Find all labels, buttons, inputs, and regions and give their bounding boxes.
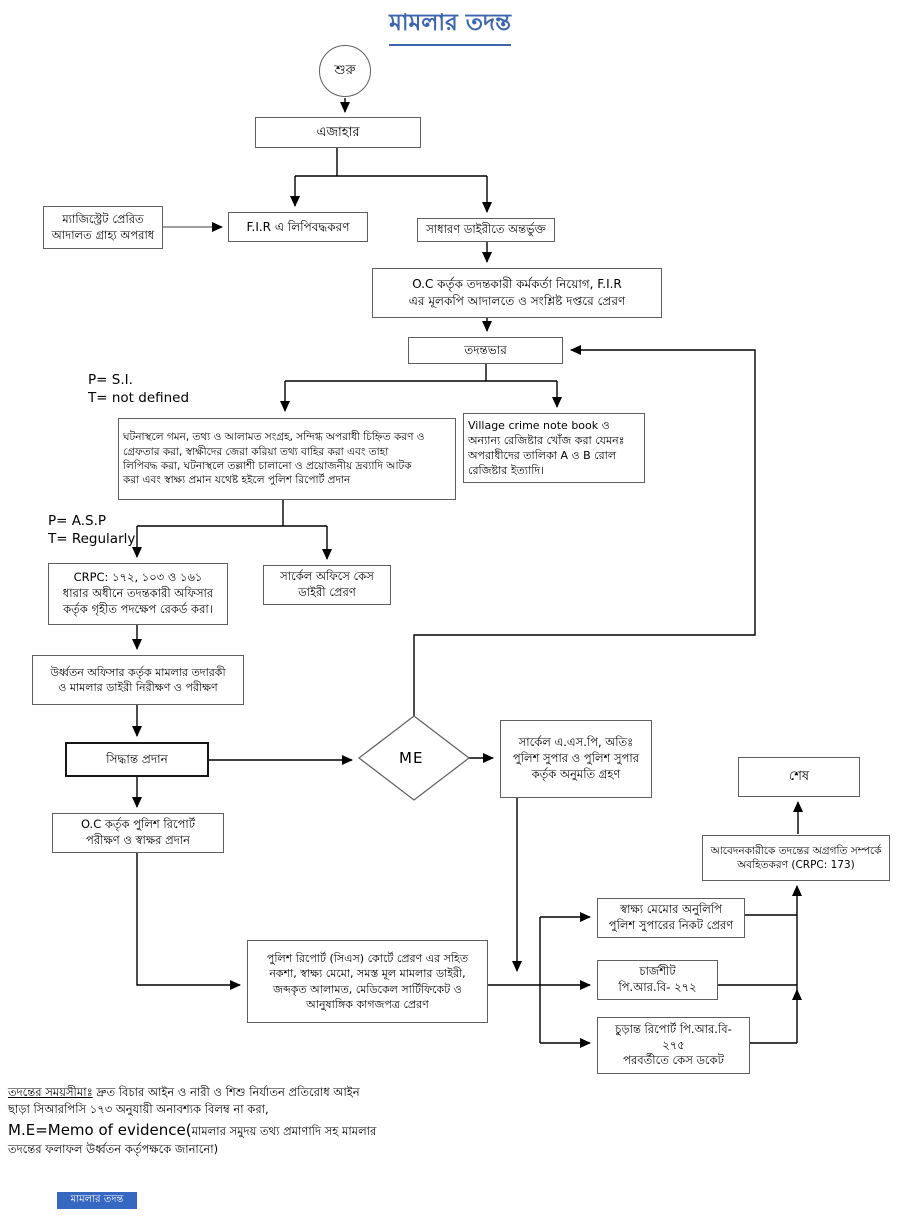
cs-court-box: পুলিশ রিপোর্ট (সিএস) কোর্টে প্রেরণ এর সহ… [247,940,488,1023]
start-node: শুরু [319,45,371,97]
circle-office-box: সার্কেল অফিসে কেস ডাইরী প্রেরণ [263,565,391,605]
notes-line-3-latin: M.E=Memo of evidence( [8,1120,192,1139]
start-label: শুরু [334,63,356,79]
scene-actions-box: ঘটনাস্থলে গমন, তথ্য ও আলামত সংগ্রহ, সন্দ… [118,418,456,500]
cs-court-label: পুলিশ রিপোর্ট (সিএস) কোর্টে প্রেরণ এর সহ… [266,952,469,1011]
notes-block: তদন্তের সময়সীমাঃ দ্রুত বিচার আইন ও নারী… [8,1084,400,1158]
oc-assign-label: O.C কর্তৃক তদন্তকারী কর্মকর্তা নিয়োগ, F… [408,277,626,308]
notes-line-1-rest: দ্রুত বিচার আইন ও নারী ও শিশু নির্যাতন প… [92,1085,360,1099]
final-report-box: চুড়ান্ত রিপোর্ট পি.আর.বি- ২৭৫ পরবর্তীতে… [597,1017,750,1074]
ejahar-label: এজাহার [316,124,360,140]
scene-actions-label: ঘটনাস্থলে গমন, তথ্য ও আলামত সংগ্রহ, সন্দ… [123,431,425,487]
oc-assign-box: O.C কর্তৃক তদন্তকারী কর্মকর্তা নিয়োগ, F… [372,268,662,318]
memo-copy-box: স্বাক্ষ্য মেমোর অনুলিপি পুলিশ সুপারের নি… [597,898,745,938]
chargesheet-label: চার্জশীট পি.আর.বি- ২৭২ [618,964,697,994]
crpc-record-label: CRPC: ১৭২, ১০৩ ও ১৬১ ধারার অধীনে তদন্তকা… [62,570,214,616]
page-title: মামলার তদন্ত [0,4,900,46]
footer-badge: মামলার তদন্ত [57,1192,137,1209]
me-label: ME [399,749,424,767]
general-diary-label: সাধারণ ডাইরীতে অন্তর্ভুক্ত [426,222,546,237]
ejahar-box: এজাহার [255,117,421,148]
inform-applicant-label: আবেদনকারীকে তদন্তের অগ্রগতি সম্পর্কে অবহ… [710,844,882,871]
connector-loop-back [413,345,756,716]
oc-sign-box: O.C কর্তৃক পুলিশ রিপোর্ট পরীক্ষণ ও স্বাক… [52,813,224,853]
final-report-label: চুড়ান্ত রিপোর্ট পি.আর.বি- ২৭৫ পরবর্তীতে… [615,1021,732,1068]
magistrate-box: ম্যাজিস্ট্রেট প্রেরিত আদালত গ্রাহ্য অপরা… [43,206,163,249]
chargesheet-box: চার্জশীট পি.আর.বি- ২৭২ [597,960,718,1000]
circle-office-label: সার্কেল অফিসে কেস ডাইরী প্রেরণ [280,569,374,599]
fir-label: F.I.R এ লিপিবদ্ধকরণ [246,219,350,234]
decision-box: সিদ্ধান্ত প্রদান [65,742,209,777]
oc-sign-label: O.C কর্তৃক পুলিশ রিপোর্ট পরীক্ষণ ও স্বাক… [80,817,196,847]
notes-line-1-underlined: তদন্তের সময়সীমাঃ [8,1085,93,1099]
inform-applicant-box: আবেদনকারীকে তদন্তের অগ্রগতি সম্পর্কে অবহ… [702,835,890,881]
connector-ocsign-cs [136,853,241,990]
page-title-text: মামলার তদন্ত [389,4,511,46]
supervision-label: উর্ধ্বতন অফিসার কর্তৃক মামলার তদারকী ও ম… [50,665,226,694]
investigation-charge-box: তদন্তভার [408,337,563,364]
note-p-si: P= S.I. T= not defined [88,372,190,406]
notes-line-4: তদন্তের ফলাফল উর্ধ্বতন কর্তৃপক্ষকে জানান… [8,1142,219,1156]
village-register-label: Village crime note book ও অন্যান্য রেজিষ… [468,418,625,478]
fir-box: F.I.R এ লিপিবদ্ধকরণ [228,212,368,242]
magistrate-label: ম্যাজিস্ট্রেট প্রেরিত আদালত গ্রাহ্য অপরা… [51,211,155,242]
supervision-box: উর্ধ্বতন অফিসার কর্তৃক মামলার তদারকী ও ম… [32,655,244,705]
notes-line-3-bangla: মামলার সমুদয় তথ্য প্রমাণাদি সহ মামলার [191,1123,377,1138]
village-register-box: Village crime note book ও অন্যান্য রেজিষ… [463,413,645,483]
permission-label: সার্কেল এ.এস.পি, অতিঃ পুলিশ সুপার ও পুলি… [512,735,640,781]
general-diary-box: সাধারণ ডাইরীতে অন্তর্ভুক্ত [417,218,555,242]
memo-copy-label: স্বাক্ষ্য মেমোর অনুলিপি পুলিশ সুপারের নি… [608,902,734,932]
decision-label: সিদ্ধান্ত প্রদান [106,752,168,767]
end-label: শেষ [788,769,810,785]
notes-line-2: ছাড়া সিআরপিসি ১৭৩ অনুযায়ী অনাবশ্যক বিল… [8,1102,269,1117]
crpc-record-box: CRPC: ১৭২, ১০৩ ও ১৬১ ধারার অধীনে তদন্তকা… [48,563,228,625]
permission-box: সার্কেল এ.এস.পি, অতিঃ পুলিশ সুপার ও পুলি… [500,720,652,798]
notes-line-3: M.E=Memo of evidence(মামলার সমুদয় তথ্য … [8,1119,400,1142]
note-p-asp: P= A.S.P T= Regularly [48,513,136,547]
notes-line-1: তদন্তের সময়সীমাঃ দ্রুত বিচার আইন ও নারী… [8,1084,400,1101]
end-box: শেষ [738,757,860,797]
investigation-charge-label: তদন্তভার [464,343,507,358]
